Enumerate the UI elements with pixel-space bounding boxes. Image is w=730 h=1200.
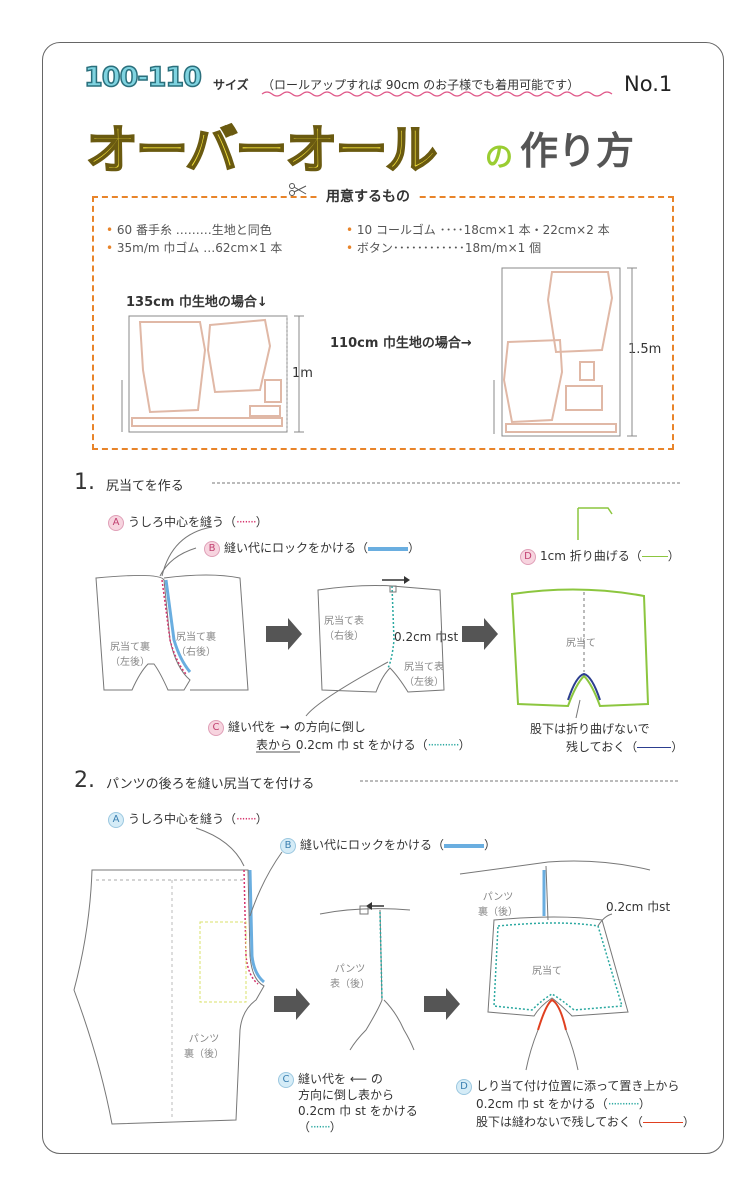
section2-title: パンツの後ろを縫い尻当てを付ける — [106, 777, 315, 792]
wavy-underline — [261, 91, 613, 97]
label-seat-inside-right: 尻当て裏 （右後） — [176, 632, 216, 658]
label-seat-outside-left: 尻当て表 （左後） — [404, 662, 444, 688]
leader-line — [305, 661, 389, 717]
seat-inside-drawing — [95, 574, 249, 691]
title-subtitle: 作り方 — [520, 129, 635, 173]
material-item: • 10 コールゴム ････18cm×1 本・22cm×2 本 — [346, 223, 610, 237]
fabric-135-length: 1m — [292, 366, 313, 381]
size-range: 100-110 — [83, 61, 202, 94]
label-finished-seat: 尻当て — [566, 638, 596, 649]
size-note: （ロールアップすれば 90cm のお子様でも着用可能です） — [262, 78, 580, 92]
seat-attached-drawing — [459, 860, 651, 1071]
s1-crotch-note-2: 残しておく（） — [566, 740, 684, 754]
size-suffix: サイズ — [213, 78, 249, 92]
arrow-right-icon — [266, 618, 302, 650]
label-seat-outside-right: 尻当て表 （右後） — [324, 616, 364, 642]
section1-title: 尻当てを作る — [106, 479, 184, 494]
label-seat: 尻当て — [532, 966, 562, 977]
material-item: • ボタン････････････18m/m×1 個 — [346, 241, 542, 255]
label-pants-back-inside-2: パンツ 裏（後） — [478, 892, 518, 918]
sheet-number: No.1 — [624, 72, 673, 96]
fabric-110-label: 110cm 巾生地の場合→ — [330, 336, 472, 351]
s2-step-d-line3: 股下は縫わないで残しておく（） — [476, 1115, 695, 1129]
leader-line — [161, 526, 213, 577]
arrow-right-icon — [424, 988, 460, 1020]
leader-line — [195, 827, 245, 867]
arrow-right-icon: ➞ — [279, 720, 290, 734]
fabric-135-label: 135cm 巾生地の場合↓ — [126, 295, 268, 310]
arrow-right-icon — [462, 618, 498, 650]
material-item: • 60 番手糸 ………生地と同色 — [106, 223, 272, 237]
fabric-110-length: 1.5m — [628, 342, 662, 357]
s1-step-c-line2: 表から 0.2cm 巾 st をかける（···········） — [256, 738, 471, 752]
fabric-110-layout — [493, 267, 637, 437]
s2-step-c-line4: （·······） — [298, 1120, 342, 1134]
s1-crotch-note-1: 股下は折り曲げないで — [530, 722, 650, 736]
s2-step-c-line2: 方向に倒し表から — [298, 1088, 395, 1102]
leader-line — [159, 547, 197, 577]
section1-number: 1. — [74, 470, 95, 495]
leader-line — [575, 699, 581, 719]
s2-step-c-line3: 0.2cm 巾 st をかける — [298, 1104, 418, 1118]
leader-line — [597, 913, 613, 927]
pants-back-drawing — [73, 869, 265, 1125]
label-pants-back-outside: パンツ 表（後） — [330, 964, 370, 990]
material-item: • 35m/m 巾ゴム …62cm×1 本 — [106, 241, 283, 255]
section2-number: 2. — [74, 768, 95, 793]
arrow-right-icon — [274, 988, 310, 1020]
s2-stitch-label: 0.2cm 巾st — [606, 900, 671, 914]
seat-outside-drawing — [317, 576, 445, 693]
s2-step-d-line2: 0.2cm 巾 st をかける（···········） — [476, 1097, 651, 1111]
arrow-left-icon: ⟵ — [349, 1072, 368, 1086]
page-title: オーバーオール — [85, 120, 438, 182]
leader-line — [249, 851, 283, 917]
title-particle: の — [485, 140, 514, 173]
fabric-135-layout — [121, 315, 304, 433]
materials-title: 用意するもの — [320, 186, 416, 206]
label-pants-back-inside: パンツ 裏（後） — [184, 1034, 224, 1060]
scissors-icon — [289, 183, 307, 196]
pants-outside-drawing — [319, 902, 415, 1051]
seat-finished-drawing — [510, 507, 650, 708]
label-seat-inside-left: 尻当て裏 （左後） — [110, 642, 150, 668]
